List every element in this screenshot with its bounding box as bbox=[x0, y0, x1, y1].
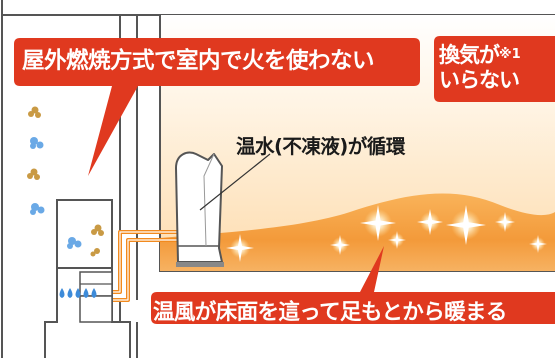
indoor-fan-convector bbox=[175, 151, 224, 267]
footnote-marker: ※1 bbox=[499, 47, 521, 62]
callout-ventilation: 換気が※1 いらない bbox=[439, 43, 521, 93]
sparkle-icons bbox=[226, 205, 547, 262]
exhaust-bubble-icons bbox=[27, 106, 104, 257]
label-leader-line bbox=[199, 153, 271, 211]
outdoor-heat-source-unit bbox=[44, 199, 131, 358]
water-drop-icons bbox=[59, 288, 97, 298]
callout-ventilation-text: 換気が bbox=[439, 43, 500, 67]
callout-warm-air: 温風が床面を這って足もとから暖まる bbox=[153, 300, 507, 325]
callout-ventilation-line2: いらない bbox=[439, 68, 520, 92]
callout-outdoor-combustion: 屋外燃焼方式で室内で火を使わない bbox=[22, 48, 375, 74]
warm-air-wave bbox=[160, 193, 555, 271]
label-water-circulation: 温水(不凍液)が循環 bbox=[236, 135, 405, 158]
callout-ventilation-line1: 換気が※1 bbox=[439, 43, 521, 68]
callout-bubbles bbox=[14, 36, 555, 324]
